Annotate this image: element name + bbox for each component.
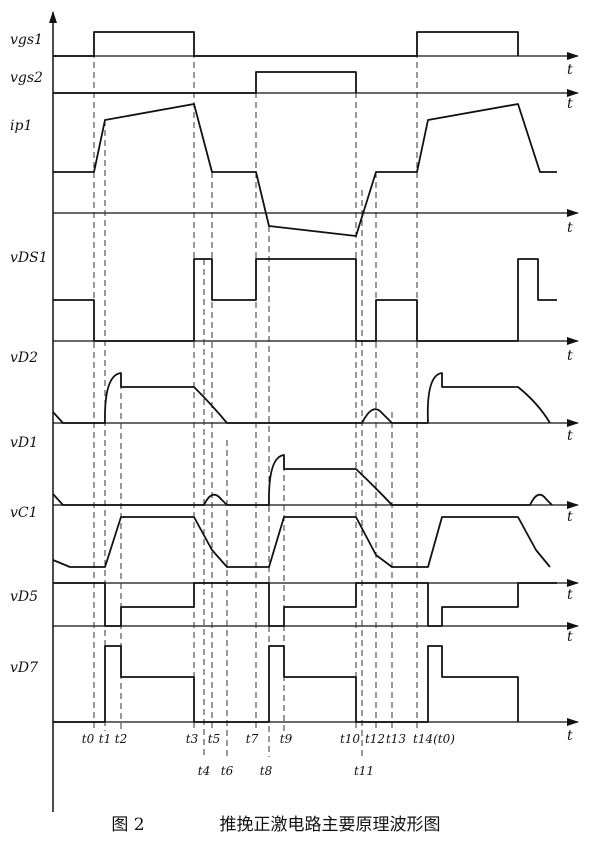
label-vds1: vDS1 <box>10 250 48 266</box>
waveform-vd2 <box>52 372 551 424</box>
tick-t14: t14(t0) <box>413 732 455 746</box>
caption-figure-number: 图 2 <box>111 815 144 835</box>
tick-t2: t2 <box>115 732 127 746</box>
axis-t-vd5: t <box>567 629 573 645</box>
tick-t3: t3 <box>186 732 199 746</box>
waveform-vgs2 <box>53 71 357 94</box>
axis-t-vd7: t <box>567 728 573 744</box>
waveform-vd1 <box>52 454 553 506</box>
tick-t13: t13 <box>386 732 406 746</box>
tick-t7: t7 <box>246 732 259 746</box>
tick-t11: t11 <box>354 764 374 778</box>
axis-t-vgs2: t <box>567 96 573 112</box>
figure-caption: 图 2 推挽正激电路主要原理波形图 <box>111 815 440 835</box>
tick-t1: t1 <box>99 732 111 746</box>
axis-t-vds1: t <box>567 348 573 364</box>
axis-t-vd1: t <box>567 509 573 525</box>
label-vd5: vD5 <box>10 589 38 605</box>
label-vd2: vD2 <box>10 350 38 366</box>
axis-t-ip1: t <box>567 220 573 236</box>
axis-t-vgs1: t <box>567 62 573 78</box>
axis-t-vd2: t <box>567 428 573 444</box>
time-axes <box>53 52 579 726</box>
tick-t10: t10 <box>340 732 360 746</box>
label-ip1: ip1 <box>10 118 32 134</box>
label-vgs2: vgs2 <box>10 70 43 86</box>
caption-title: 推挽正激电路主要原理波形图 <box>220 815 441 835</box>
axis-t-vc1: t <box>567 587 573 603</box>
waveform-vgs1 <box>53 31 519 57</box>
waveform-vds1 <box>53 258 557 342</box>
tick-t0: t0 <box>82 732 95 746</box>
waveform-vc1 <box>52 516 551 568</box>
label-vd7: vD7 <box>10 660 38 676</box>
time-guides <box>93 32 418 757</box>
waveform-vd5 <box>53 582 557 627</box>
signal-labels: vgs1 vgs2 ip1 vDS1 vD2 vD1 vC1 vD5 vD7 <box>10 32 48 676</box>
waveform-ip1 <box>53 103 557 237</box>
waveform-vd7 <box>53 645 519 723</box>
tick-t8: t8 <box>260 764 273 778</box>
tick-t5: t5 <box>208 732 220 746</box>
tick-t12: t12 <box>365 732 385 746</box>
label-vd1: vD1 <box>10 435 38 451</box>
label-vc1: vC1 <box>10 505 38 521</box>
label-vgs1: vgs1 <box>10 32 43 48</box>
time-mark-labels: t0 t1 t2 t3 t4 t5 t6 t7 t8 t9 t10 t11 t1… <box>82 732 456 778</box>
tick-t6: t6 <box>221 764 234 778</box>
waveforms <box>52 31 557 723</box>
tick-t9: t9 <box>280 732 293 746</box>
time-symbol-labels: t t t t t t t t t <box>567 62 573 744</box>
tick-t4: t4 <box>198 764 210 778</box>
